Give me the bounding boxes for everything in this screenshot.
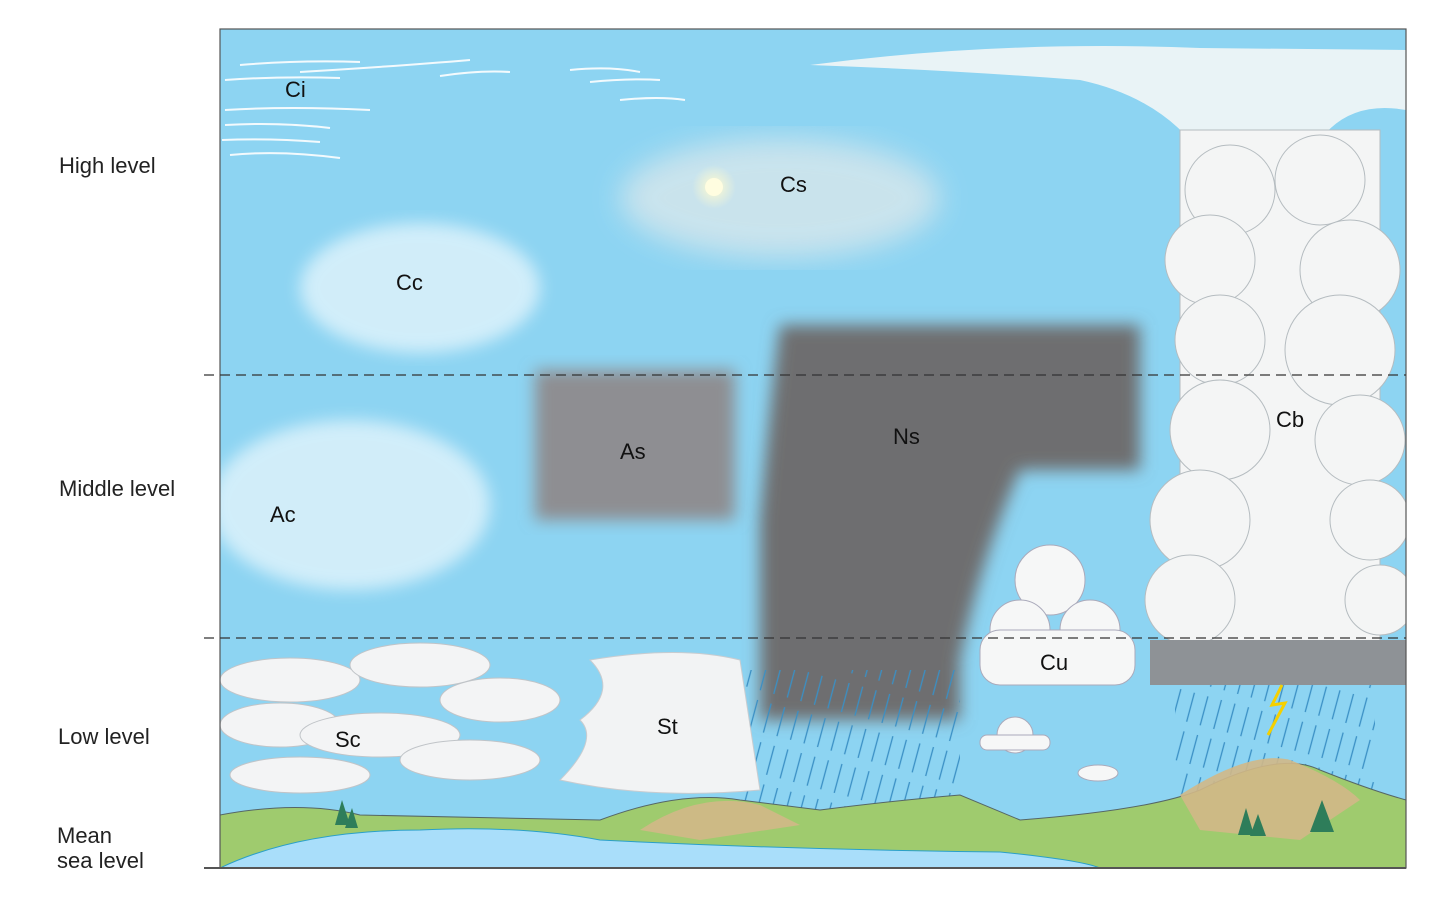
label-high-level: High level [59,153,156,178]
stratocumulus-cloud [220,642,561,794]
label-low-level: Low level [58,724,150,749]
label-ci: Ci [285,77,306,102]
stratus-cloud [559,652,761,794]
cumulonimbus-anvil [810,46,1406,140]
label-cc: Cc [396,270,423,295]
cumulonimbus-cloud [1144,129,1406,685]
sea-level-line2: sea level [57,848,144,873]
sea [220,828,1101,868]
label-middle-level: Middle level [59,476,176,501]
hill [640,800,800,840]
nimbostratus-cloud [760,325,1140,720]
label-cb: Cb [1276,407,1304,432]
cumulus-cloud [979,544,1136,782]
cirrocumulus-cloud [300,223,540,353]
sun-core [705,178,723,196]
cirrus-cloud [221,59,686,159]
cirrostratus-cloud [620,138,940,258]
trees [335,800,1334,836]
lightning-icon [1266,684,1288,736]
label-sc: Sc [335,727,361,752]
label-st: St [657,714,678,739]
label-ac: Ac [270,502,296,527]
altocumulus-cloud [220,420,490,590]
label-ns: Ns [893,424,920,449]
label-cu: Cu [1040,650,1068,675]
sea-level-line1: Mean [57,823,113,848]
label-cs: Cs [780,172,807,197]
label-mean-sea-level: Mean sea level [57,823,144,873]
altostratus-cloud [535,370,735,520]
label-as: As [620,439,646,464]
